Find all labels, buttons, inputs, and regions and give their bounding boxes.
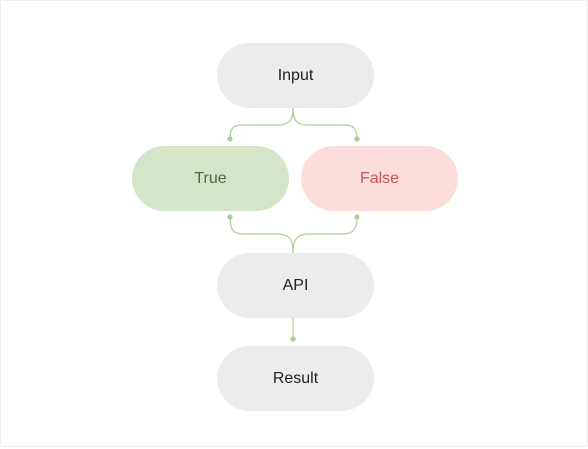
node-input[interactable]: Input — [217, 43, 374, 108]
node-true[interactable]: True — [132, 146, 289, 211]
edge-false-api — [292, 216, 358, 254]
node-api-label: API — [282, 276, 309, 294]
edge-dot-result-top — [290, 336, 296, 342]
node-result-label: Result — [272, 369, 319, 387]
edge-input-true — [229, 107, 294, 140]
node-true-label: True — [194, 169, 227, 187]
node-false[interactable]: False — [301, 146, 458, 211]
edge-dot-false-top — [354, 136, 360, 142]
edge-input-false — [292, 107, 358, 140]
edge-dot-true-top — [227, 136, 233, 142]
node-result[interactable]: Result — [217, 346, 374, 411]
edge-true-api — [229, 216, 294, 254]
node-input-label: Input — [277, 66, 314, 84]
node-false-label: False — [359, 169, 400, 187]
node-api[interactable]: API — [217, 253, 374, 318]
